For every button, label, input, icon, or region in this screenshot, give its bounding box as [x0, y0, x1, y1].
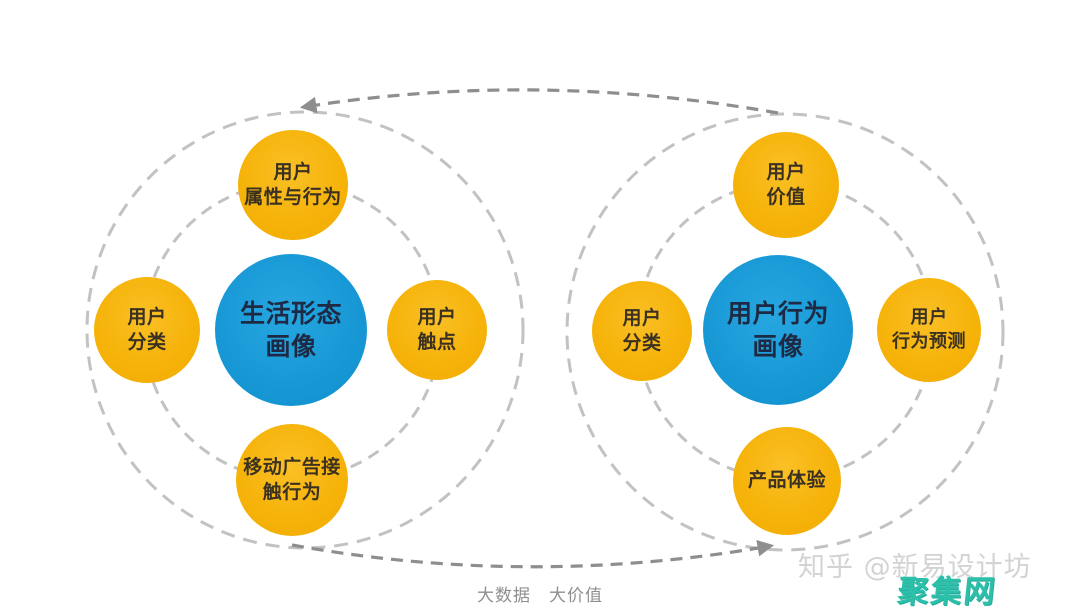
- right-cluster-top-circle: 用户 价值: [733, 132, 839, 238]
- hub-label: 生活形态: [239, 299, 342, 328]
- left-cluster-left-circle: 用户 分类: [94, 277, 200, 383]
- hub-label: 画像: [265, 332, 317, 361]
- circle-label: 用户: [273, 160, 313, 183]
- left-cluster-bottom-circle: 移动广告接 触行为: [236, 424, 348, 536]
- circle-label: 用户: [127, 305, 167, 328]
- left-outer-dashed-ring: [85, 110, 525, 550]
- hub-label: 画像: [752, 332, 804, 361]
- right-cluster-bottom-circle: 产品体验: [733, 427, 841, 535]
- circle-label: 产品体验: [747, 469, 826, 492]
- circle-label: 触点: [417, 331, 457, 353]
- circle-label: 行为预测: [892, 331, 966, 352]
- cycle-arrow-top-icon: [299, 88, 779, 115]
- circle-label: 用户: [910, 307, 948, 329]
- circle-label: 用户: [766, 160, 806, 183]
- circle-label: 分类: [622, 332, 662, 354]
- circle-label: 触行为: [262, 481, 322, 503]
- zhihu-watermark: 知乎 @新易设计坊: [798, 552, 1032, 583]
- circle-label: 移动广告接: [243, 455, 341, 478]
- right-cluster-right-circle: 用户 行为预测: [877, 278, 981, 382]
- left-cluster-top-circle: 用户 属性与行为: [238, 130, 348, 240]
- left-cluster-center-circle: 生活形态 画像: [215, 254, 367, 406]
- bottom-caption: 大数据 大价值: [477, 586, 603, 606]
- right-cluster-left-circle: 用户 分类: [592, 281, 692, 381]
- hub-label: 用户行为: [726, 299, 829, 328]
- circle-label: 用户: [417, 305, 457, 328]
- right-cluster-center-circle: 用户行为 画像: [703, 255, 853, 405]
- left-cluster-right-circle: 用户 触点: [387, 280, 487, 380]
- right-outer-dashed-ring: [565, 112, 1005, 552]
- circle-label: 价值: [766, 186, 806, 208]
- circle-label: 属性与行为: [244, 186, 342, 208]
- cycle-arrow-bottom-icon: [291, 539, 775, 569]
- circle-label: 用户: [622, 306, 662, 329]
- circle-label: 分类: [127, 331, 167, 353]
- juji-logo: 聚集网: [895, 574, 999, 610]
